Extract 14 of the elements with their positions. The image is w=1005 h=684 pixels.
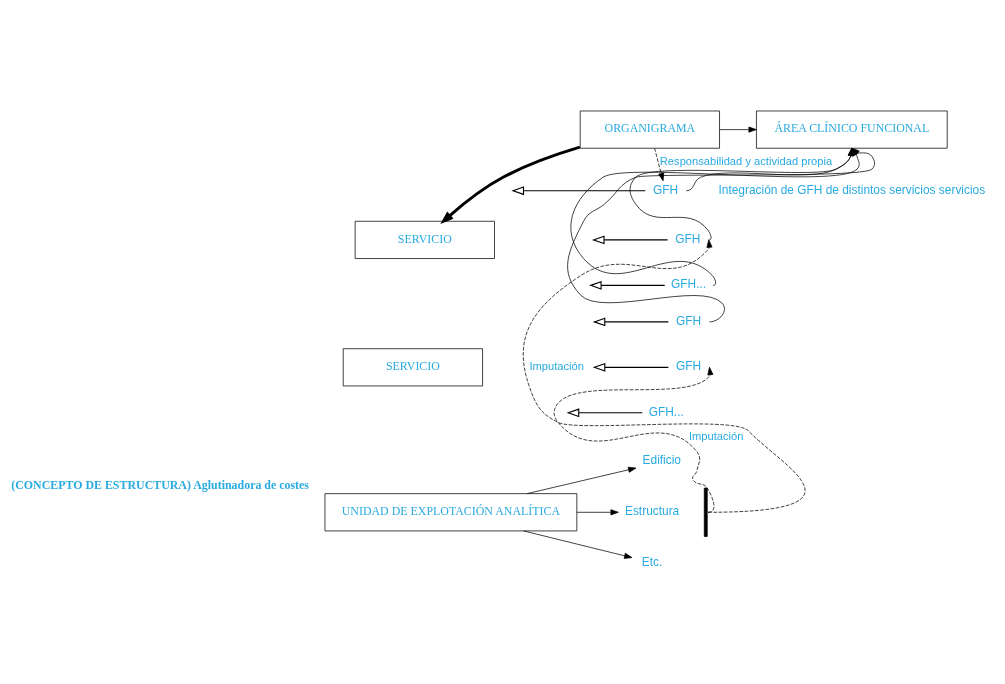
node-text: GFH... <box>671 277 707 292</box>
edge-label: Imputación <box>529 359 584 372</box>
node-text: GFH <box>676 313 702 328</box>
node-label: (CONCEPTO DE ESTRUCTURA) Aglutinadora de costes <box>11 478 310 493</box>
node-text: Etc. <box>641 555 663 570</box>
node-text: Edificio <box>642 453 681 468</box>
node-text: GFH <box>676 359 702 374</box>
edge-label: Imputación <box>688 429 744 442</box>
node-text: Estructura <box>624 504 680 519</box>
label: Integración de GFH de distintos servicios servicios <box>718 182 986 197</box>
edge-label: Responsabilidad y actividad propia <box>659 155 833 168</box>
node-text: GFH <box>675 231 701 246</box>
node-text: GFH... <box>648 404 684 419</box>
node-text: GFH <box>652 182 679 197</box>
